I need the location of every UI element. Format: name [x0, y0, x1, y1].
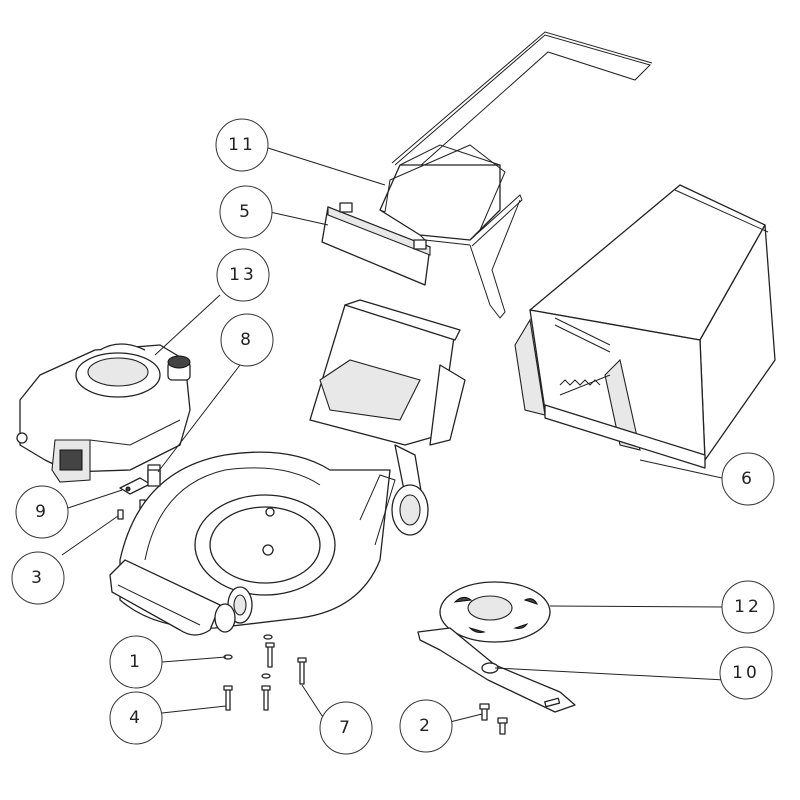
washers-part — [223, 634, 273, 679]
callout-11: 11 — [215, 118, 269, 172]
callout-12: 12 — [721, 580, 775, 634]
callout-label: 6 — [741, 469, 755, 489]
callout-label: 7 — [339, 718, 353, 738]
callout-label: 1 — [129, 652, 143, 672]
callout-9: 9 — [15, 485, 69, 539]
callout-10: 10 — [719, 646, 773, 700]
blade-bolts-part — [479, 703, 508, 735]
callout-label: 9 — [35, 502, 49, 522]
blade-fan-part — [439, 581, 551, 643]
bolts-part — [223, 642, 307, 711]
engine-part — [16, 343, 191, 483]
callout-3: 3 — [11, 551, 65, 605]
rear-flap-part — [321, 202, 431, 286]
mower-deck-part — [109, 299, 466, 636]
blade-part — [417, 627, 576, 713]
callout-1: 1 — [109, 635, 163, 689]
callout-label: 12 — [734, 597, 762, 617]
callout-label: 8 — [240, 330, 254, 350]
callout-label: 10 — [732, 663, 760, 683]
catcher-frame-part — [379, 31, 653, 319]
callout-7: 7 — [319, 701, 373, 755]
leader-lines — [61, 147, 726, 729]
spacer-part — [147, 469, 161, 487]
callout-13: 13 — [216, 248, 270, 302]
callout-label: 2 — [419, 716, 433, 736]
grass-bag-part — [514, 184, 776, 469]
callout-label: 11 — [228, 135, 256, 155]
callout-8: 8 — [220, 313, 274, 367]
callout-label: 3 — [31, 568, 45, 588]
callout-4: 4 — [109, 691, 163, 745]
callout-label: 4 — [129, 708, 143, 728]
callout-5: 5 — [219, 185, 273, 239]
bracket-part — [119, 477, 151, 495]
callout-2: 2 — [399, 699, 453, 753]
callout-label: 13 — [229, 265, 257, 285]
callout-label: 5 — [239, 202, 253, 222]
callout-6: 6 — [721, 452, 775, 506]
